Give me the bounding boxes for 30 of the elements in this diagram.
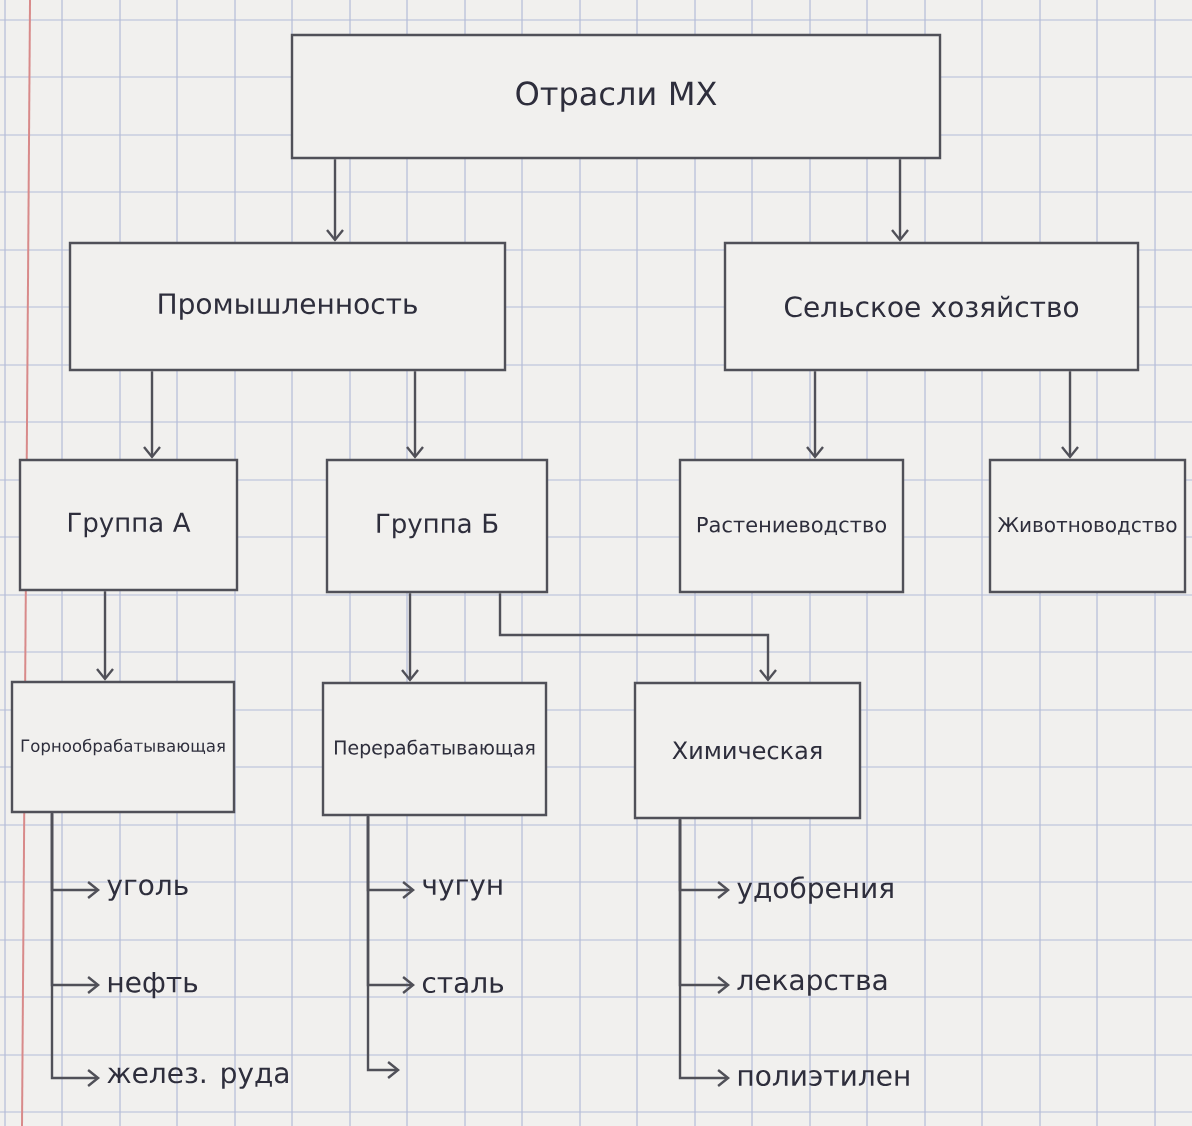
list-item-text: желез. руда [107,1067,288,1089]
list-item-text: удобрения [737,876,893,904]
arrow [498,593,777,682]
process-box: Сельское хозяйство [723,241,1140,372]
arrow [678,819,730,1087]
process-box: Отрасли МХ [290,33,942,160]
list-item-text: уголь [107,879,188,901]
process-box: Животноводство [988,458,1187,594]
list-item-text: нефть [108,971,198,999]
process-box: Группа А [18,458,239,592]
arrow [406,371,424,459]
arrow [806,371,824,459]
process-box: Промышленность [68,241,507,372]
arrow [96,591,114,681]
arrow [366,816,400,1079]
process-box: Горнообрабатывающая [10,680,236,814]
process-box: Химическая [633,681,862,820]
list-item-text: чугун [423,879,502,901]
arrow [50,813,100,1087]
arrow [326,159,344,242]
arrow [891,159,909,242]
process-box: Группа Б [325,458,549,594]
list-item-text: лекарства [737,974,887,996]
arrow [401,593,419,682]
process-box: Растениеводство [678,458,905,594]
list-item-text: полиэтилен [738,1069,909,1087]
arrow [143,371,161,459]
arrow [1061,371,1079,459]
list-item-text: сталь [422,976,504,994]
process-box: Перерабатывающая [321,681,548,817]
